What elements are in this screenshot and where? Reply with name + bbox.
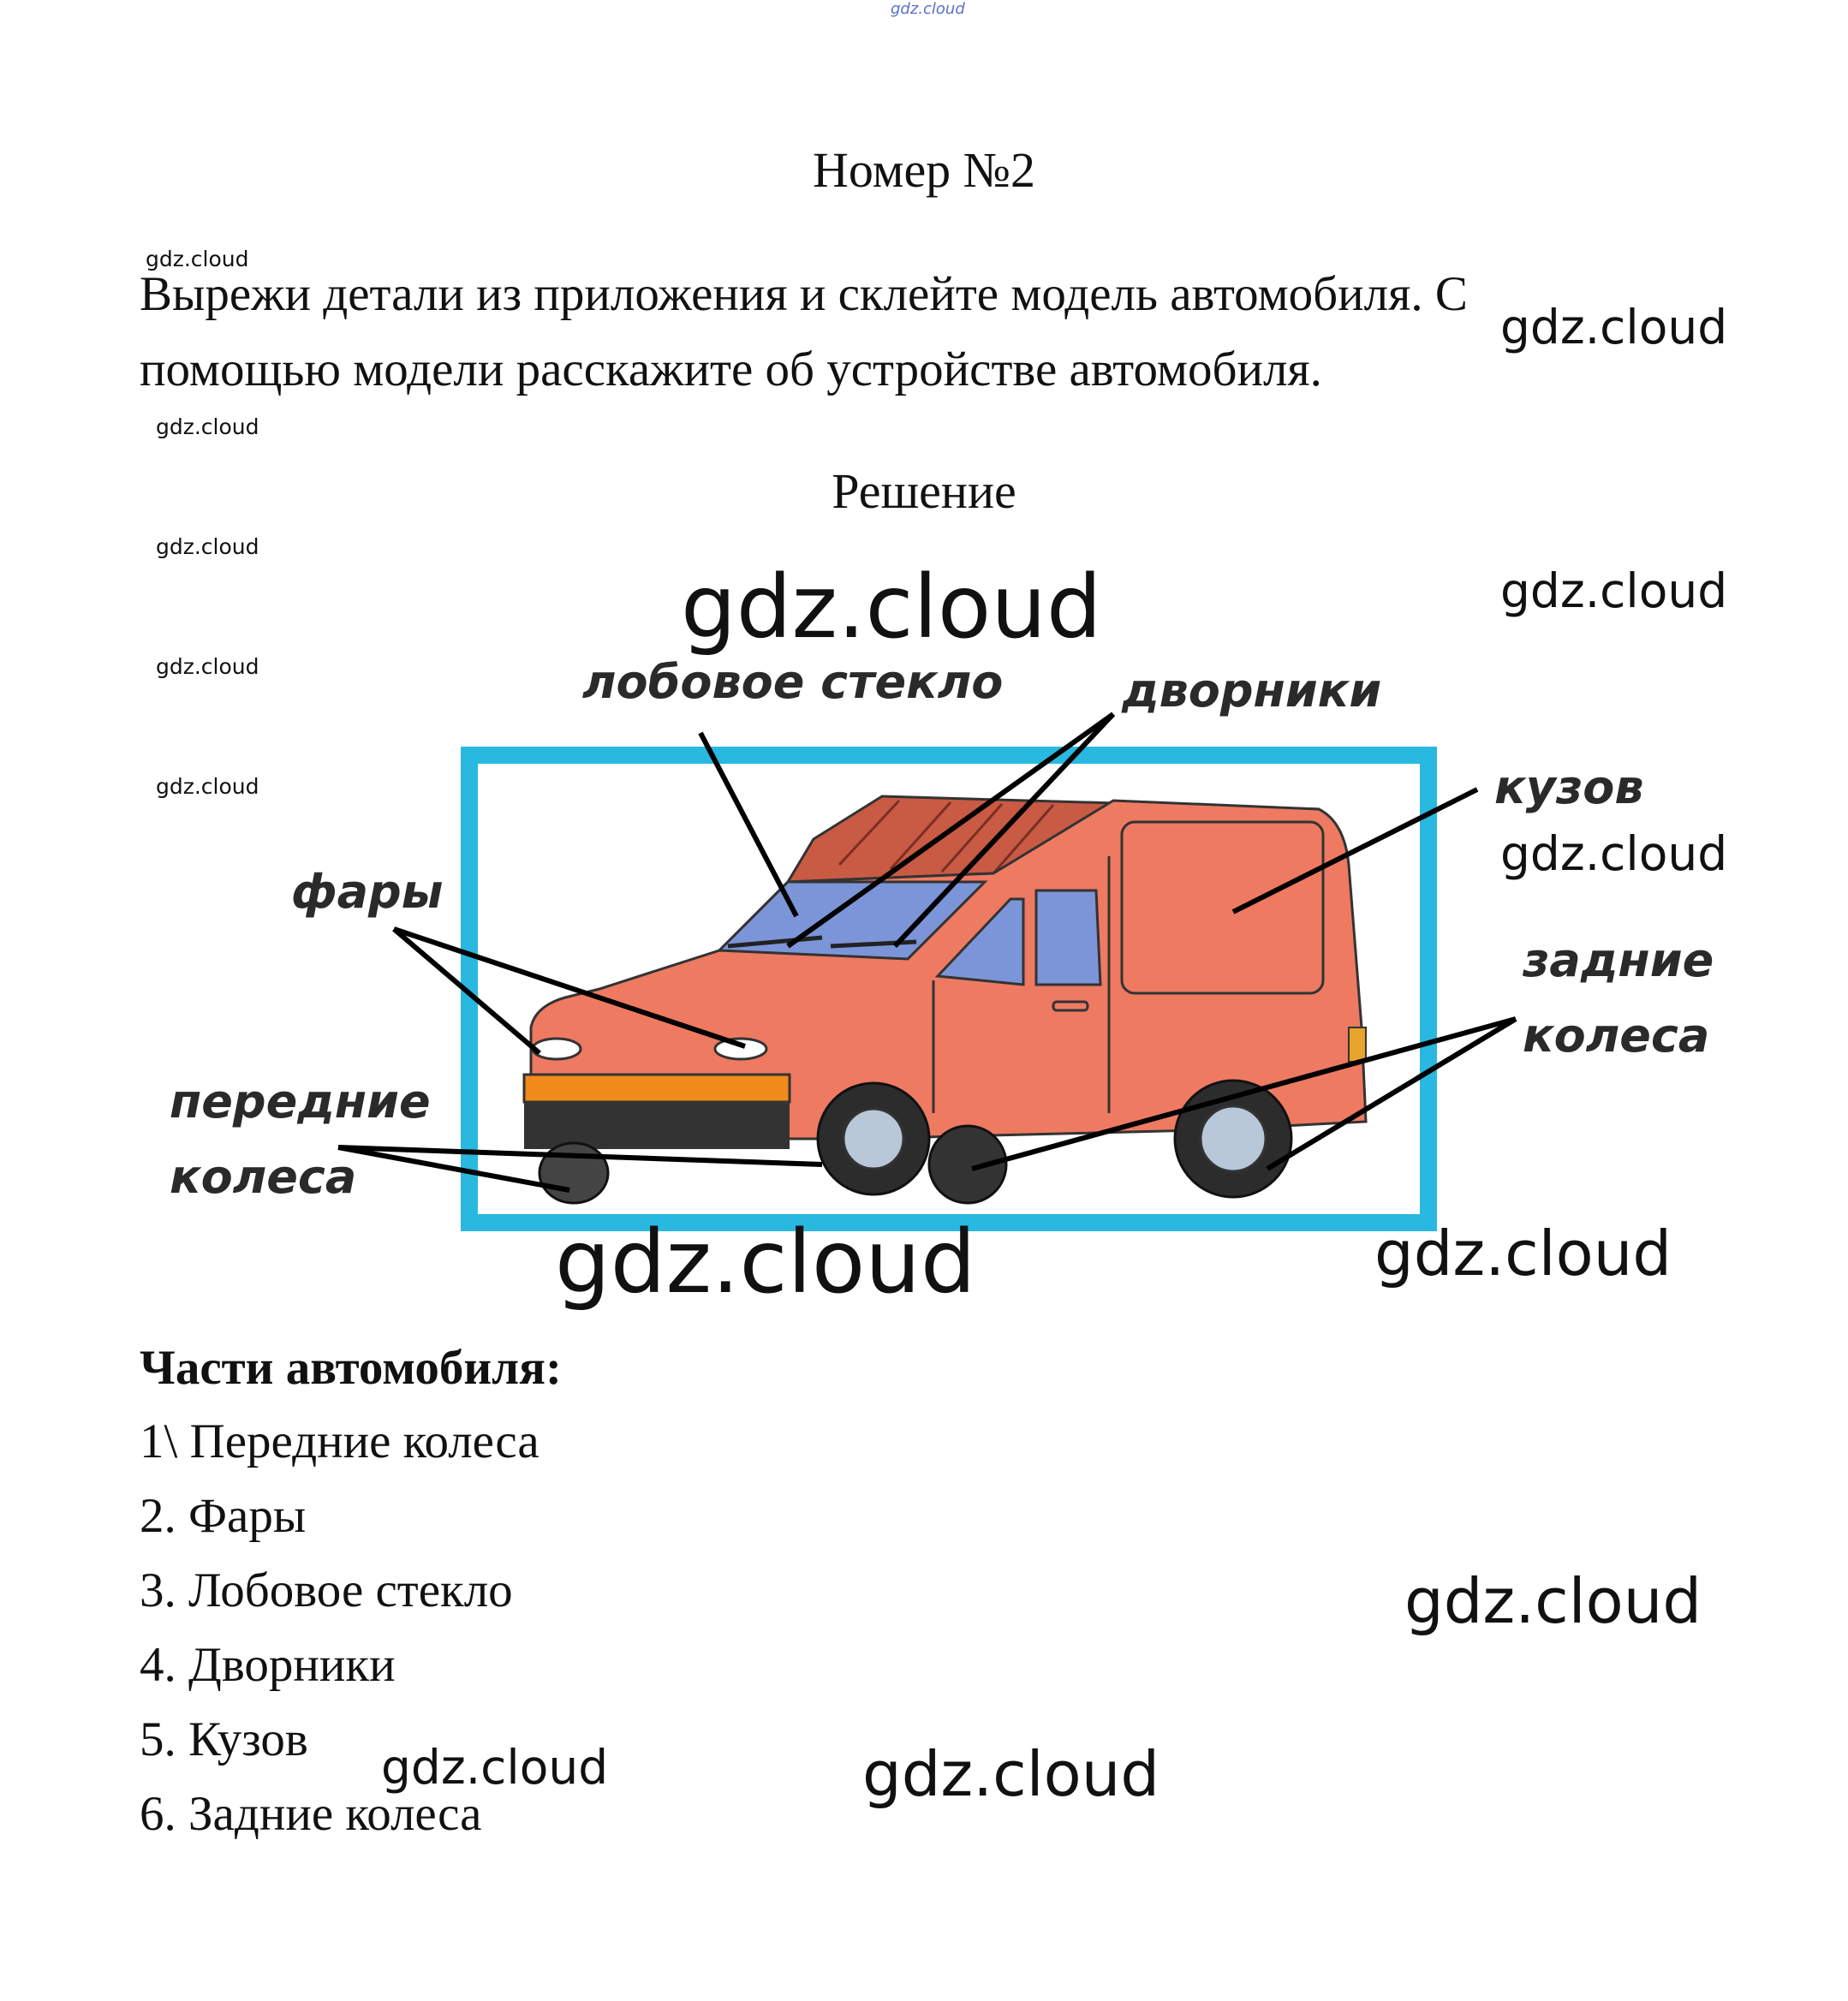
watermark: gdz.cloud [381, 1740, 608, 1795]
watermark: gdz.cloud [681, 557, 1102, 658]
side-window-rear [1036, 890, 1100, 985]
list-item: 4. Дворники [140, 1628, 539, 1702]
watermark: gdz.cloud [1404, 1565, 1702, 1637]
watermark: gdz.cloud [862, 1738, 1159, 1810]
label-body: кузов [1494, 760, 1644, 814]
headlight-right [715, 1039, 766, 1059]
label-rear-wheels-1: задние [1522, 933, 1714, 987]
headlight-left [533, 1039, 581, 1059]
label-rear-wheels-2: колеса [1523, 1009, 1709, 1063]
list-item: 2. Фары [140, 1479, 539, 1553]
front-grille [524, 1102, 790, 1149]
label-front-wheels-2: колеса [170, 1150, 356, 1204]
watermark: gdz.cloud [555, 1212, 976, 1313]
watermark: gdz.cloud [1374, 1218, 1672, 1289]
parts-title: Части автомобиля: [140, 1340, 562, 1396]
label-windshield: лобовое стекло [582, 655, 1003, 709]
label-wipers: дворники [1121, 664, 1381, 718]
wheel-front-left [539, 1143, 608, 1203]
label-front-wheels-1: передние [170, 1075, 431, 1129]
wheel-front-right [818, 1083, 929, 1194]
rear-light [1349, 1027, 1366, 1062]
label-headlights: фары [291, 865, 444, 919]
list-item: 1\ Передние колеса [140, 1404, 539, 1479]
watermark: gdz.cloud [1500, 826, 1727, 881]
car-diagram: лобовое стекло дворники кузов фары задни… [0, 0, 1848, 1336]
list-item: 3. Лобовое стекло [140, 1553, 539, 1628]
front-bumper [524, 1075, 790, 1102]
